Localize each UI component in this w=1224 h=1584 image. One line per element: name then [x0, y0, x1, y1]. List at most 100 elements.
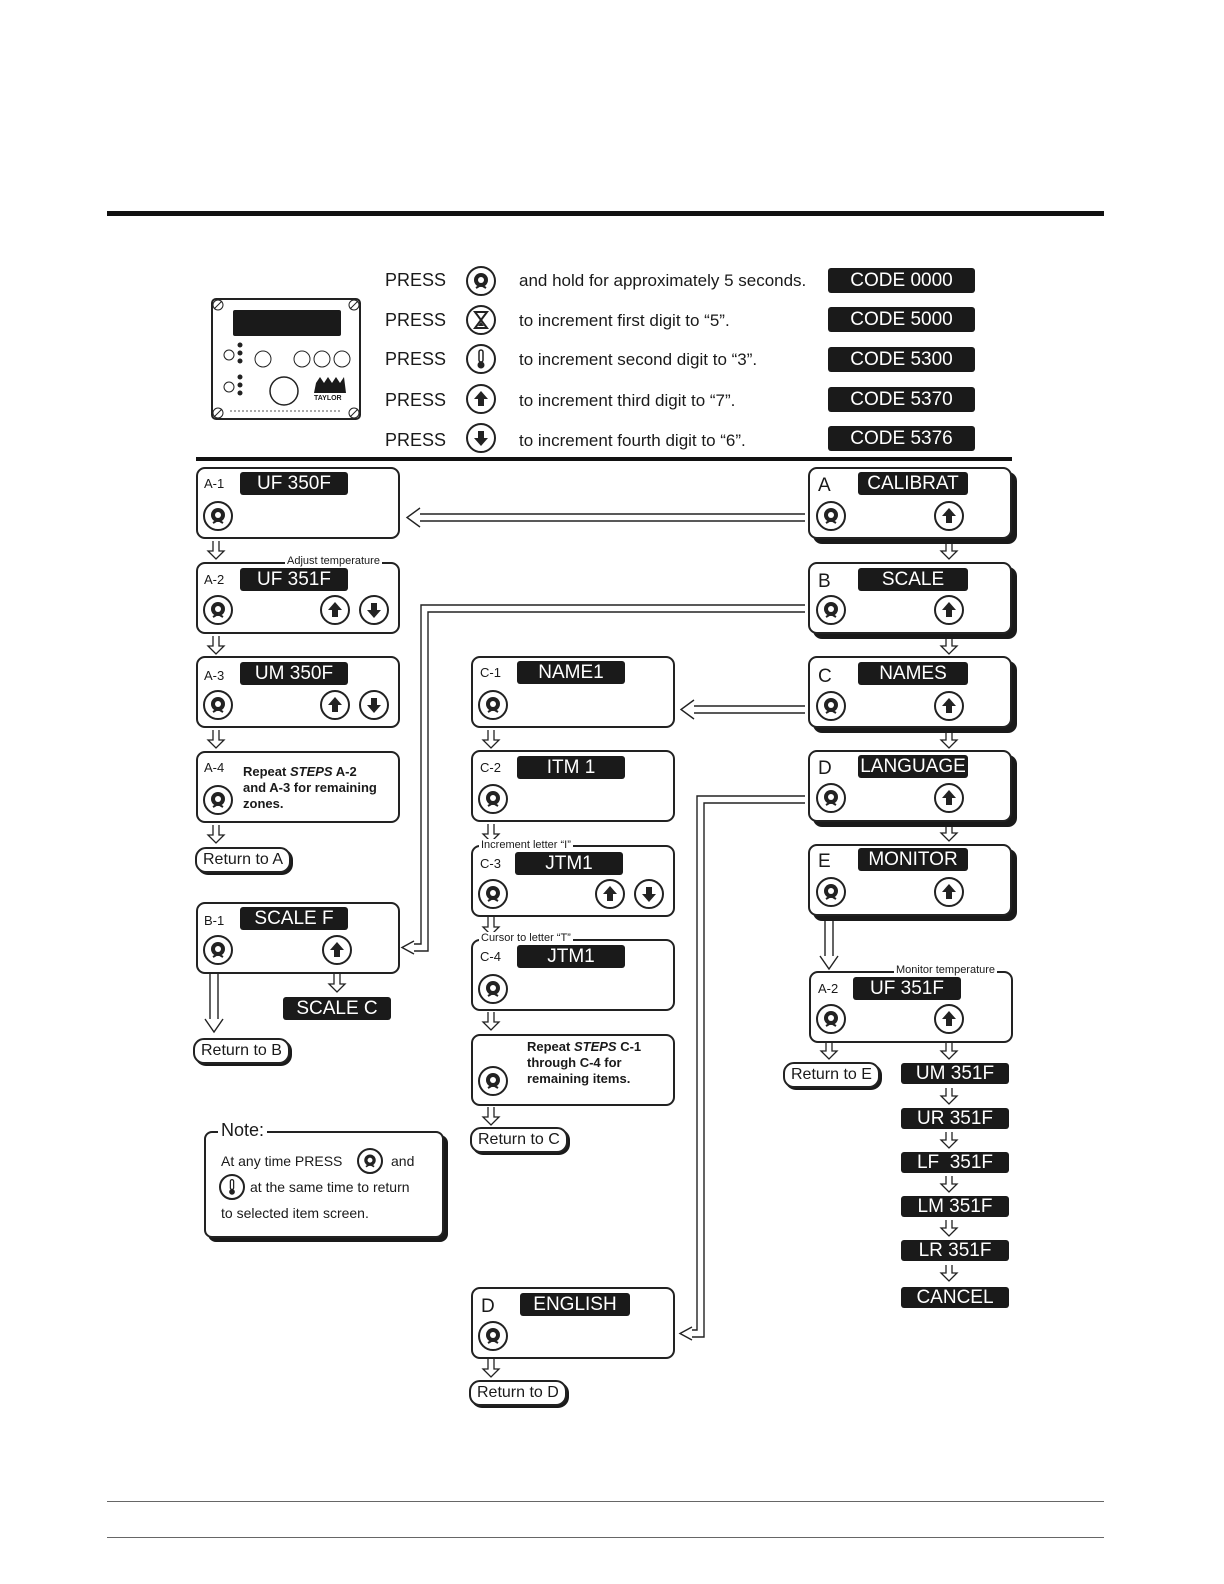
- monitor-temperature-label: Monitor temperature: [894, 964, 998, 976]
- display-screen: MONITOR: [858, 848, 968, 871]
- up-arrow-button[interactable]: [934, 501, 964, 531]
- display-screen: ITM 1: [517, 756, 625, 779]
- control-panel-illustration: TAYLOR: [210, 297, 362, 421]
- return-to-b[interactable]: Return to B: [193, 1038, 290, 1064]
- panel-brand: TAYLOR: [314, 395, 342, 402]
- display-screen: NAME1: [517, 661, 625, 684]
- return-to-c[interactable]: Return to C: [470, 1127, 568, 1153]
- down-arrow-button[interactable]: [634, 879, 664, 909]
- repeat-note-line-3: remaining items.: [527, 1071, 631, 1086]
- menu-button[interactable]: [203, 935, 233, 965]
- sequence-display-6: CANCEL: [901, 1287, 1009, 1308]
- menu-button[interactable]: [203, 595, 233, 625]
- step-label: C-4: [480, 949, 501, 964]
- menu-button[interactable]: [203, 785, 233, 815]
- footer-rule-1: [107, 1501, 1104, 1502]
- menu-letter: A: [818, 475, 831, 496]
- step-label: B-1: [204, 913, 225, 928]
- menu-button[interactable]: [203, 690, 233, 720]
- menu-button[interactable]: [816, 501, 846, 531]
- note-line-2: at the same time to return: [250, 1179, 410, 1195]
- up-arrow-icon: [466, 384, 496, 414]
- menu-button[interactable]: [816, 1004, 846, 1034]
- press-label: PRESS: [385, 390, 447, 410]
- press-label: PRESS: [385, 270, 447, 290]
- menu-button[interactable]: [478, 1066, 508, 1096]
- display-screen: JTM1: [515, 852, 623, 875]
- up-arrow-button[interactable]: [320, 690, 350, 720]
- repeat-note-line-2: through C-4 for: [527, 1055, 622, 1070]
- scale-c-display: SCALE C: [283, 997, 391, 1020]
- step-label: C-3: [480, 856, 501, 871]
- display-screen: CALIBRAT: [858, 472, 968, 495]
- down-arrow-button[interactable]: [359, 595, 389, 625]
- menu-icon: [357, 1148, 383, 1174]
- up-arrow-button[interactable]: [934, 691, 964, 721]
- menu-button[interactable]: [478, 690, 508, 720]
- increment-letter-label: Increment letter “I”: [479, 839, 573, 851]
- menu-button[interactable]: [478, 784, 508, 814]
- step-label: C-2: [480, 760, 501, 775]
- menu-button[interactable]: [478, 879, 508, 909]
- return-to-e[interactable]: Return to E: [783, 1062, 880, 1088]
- display-screen: SCALE F: [240, 907, 348, 930]
- menu-letter: B: [818, 571, 831, 592]
- display-screen: UF 351F: [853, 977, 961, 1000]
- code-display: CODE 5376: [828, 426, 975, 451]
- sequence-display-1: UM 351F: [901, 1063, 1009, 1084]
- display-screen: LANGUAGE: [858, 755, 968, 778]
- menu-button[interactable]: [478, 1321, 508, 1351]
- instruction-text: and hold for approximately 5 seconds.: [519, 271, 807, 290]
- sequence-display-5: LR 351F: [901, 1240, 1009, 1261]
- thermometer-icon: [466, 344, 496, 374]
- instruction-text: to increment first digit to “5”.: [519, 311, 730, 330]
- press-label: PRESS: [385, 430, 447, 450]
- sequence-display-4: LM 351F: [901, 1196, 1009, 1217]
- step-c5-box: [471, 1034, 675, 1106]
- return-to-d[interactable]: Return to D: [469, 1380, 567, 1406]
- menu-button[interactable]: [478, 974, 508, 1004]
- down-arrow-button[interactable]: [359, 690, 389, 720]
- up-arrow-button[interactable]: [322, 935, 352, 965]
- menu-letter: E: [818, 851, 831, 872]
- repeat-note-line-1: Repeat STEPS A-2: [243, 764, 357, 779]
- thermometer-icon: [219, 1174, 245, 1200]
- footer-rule-2: [107, 1537, 1104, 1538]
- menu-letter: C: [818, 666, 832, 687]
- menu-button[interactable]: [816, 691, 846, 721]
- up-arrow-button[interactable]: [934, 1004, 964, 1034]
- menu-button[interactable]: [816, 783, 846, 813]
- steps-emphasis: STEPS: [289, 764, 333, 779]
- code-display: CODE 5370: [828, 387, 975, 412]
- up-arrow-button[interactable]: [934, 595, 964, 625]
- note-title: Note:: [218, 1120, 268, 1141]
- display-screen: NAMES: [858, 662, 968, 685]
- display-screen: UF 351F: [240, 568, 348, 591]
- up-arrow-button[interactable]: [320, 595, 350, 625]
- up-arrow-button[interactable]: [934, 877, 964, 907]
- section-rule: [196, 457, 1012, 461]
- instruction-text: to increment second digit to “3”.: [519, 350, 758, 369]
- top-rule: [107, 211, 1104, 216]
- menu-button[interactable]: [203, 501, 233, 531]
- repeat-note-line-3: zones.: [243, 796, 284, 811]
- display-screen: SCALE: [858, 568, 968, 591]
- press-label: PRESS: [385, 349, 447, 369]
- up-arrow-button[interactable]: [595, 879, 625, 909]
- up-arrow-button[interactable]: [934, 783, 964, 813]
- instruction-text: to increment third digit to “7”.: [519, 391, 736, 410]
- instruction-text: to increment fourth digit to “6”.: [519, 431, 746, 450]
- press-label: PRESS: [385, 310, 447, 330]
- code-display: CODE 5000: [828, 307, 975, 332]
- menu-button[interactable]: [816, 877, 846, 907]
- step-label: D: [481, 1296, 495, 1317]
- sequence-display-3: LF 351F: [901, 1152, 1009, 1173]
- menu-button[interactable]: [816, 595, 846, 625]
- menu-a-box: [808, 467, 1012, 539]
- return-to-a[interactable]: Return to A: [195, 847, 292, 873]
- note-line-3: to selected item screen.: [221, 1205, 369, 1221]
- menu-icon: [466, 266, 496, 296]
- step-label: A-3: [204, 668, 225, 683]
- steps-emphasis: STEPS: [573, 1039, 617, 1054]
- adjust-temperature-label: Adjust temperature: [285, 555, 382, 567]
